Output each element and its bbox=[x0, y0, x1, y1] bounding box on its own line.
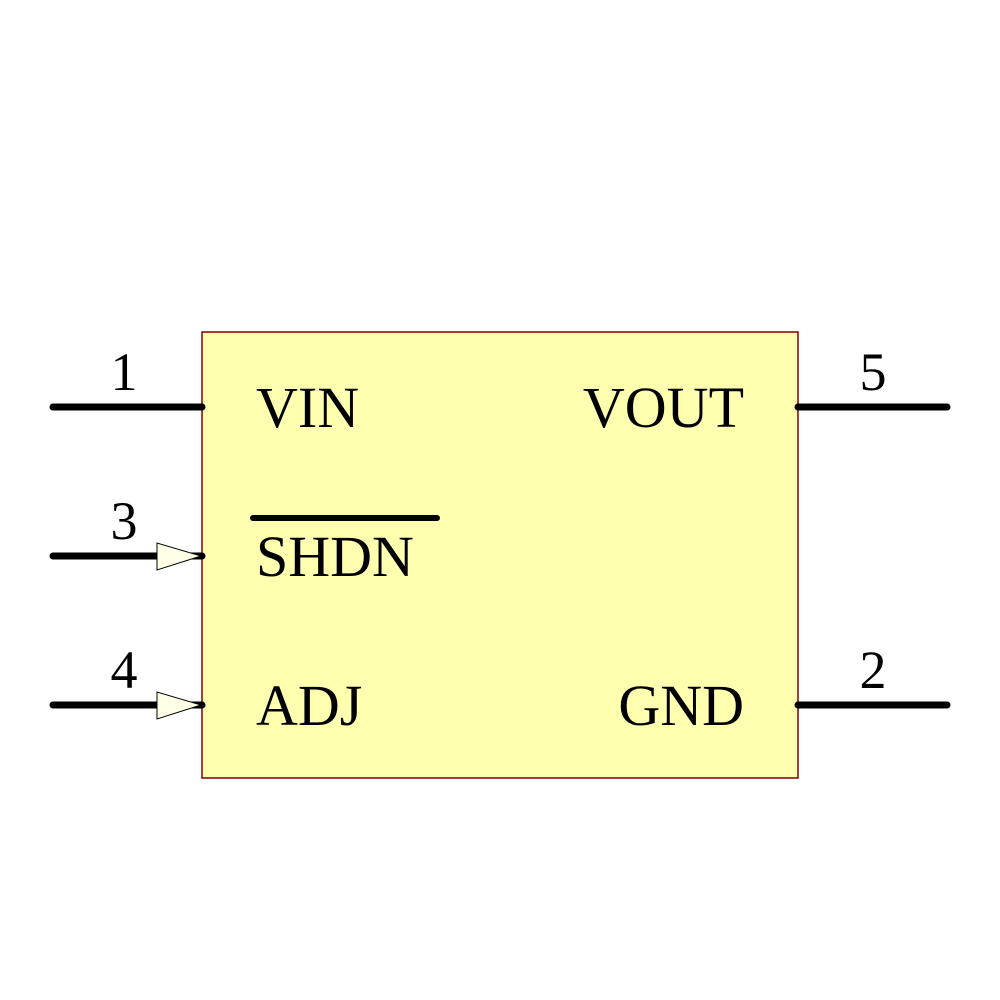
pin-3-name: SHDN bbox=[256, 524, 414, 589]
pin-1-number: 1 bbox=[111, 342, 138, 402]
component-body[interactable] bbox=[201, 331, 799, 779]
pin-1-name: VIN bbox=[256, 375, 359, 440]
pin-5-number: 5 bbox=[860, 342, 887, 402]
pin-4-number: 4 bbox=[111, 640, 138, 700]
pin-4[interactable]: 4 ADJ bbox=[49, 640, 362, 738]
pin-5-name: VOUT bbox=[583, 375, 744, 440]
input-arrow-icon bbox=[156, 691, 203, 720]
pin-5[interactable]: 5 VOUT bbox=[583, 342, 951, 440]
pin-3-number: 3 bbox=[111, 491, 138, 551]
pin-3[interactable]: 3 SHDN bbox=[49, 491, 440, 589]
pin-1[interactable]: 1 VIN bbox=[49, 342, 359, 440]
pin-4-name: ADJ bbox=[256, 673, 362, 738]
pin-2-name: GND bbox=[618, 673, 744, 738]
pin-2-number: 2 bbox=[860, 640, 887, 700]
input-arrow-icon bbox=[156, 542, 203, 571]
pin-2[interactable]: 2 GND bbox=[618, 640, 951, 738]
